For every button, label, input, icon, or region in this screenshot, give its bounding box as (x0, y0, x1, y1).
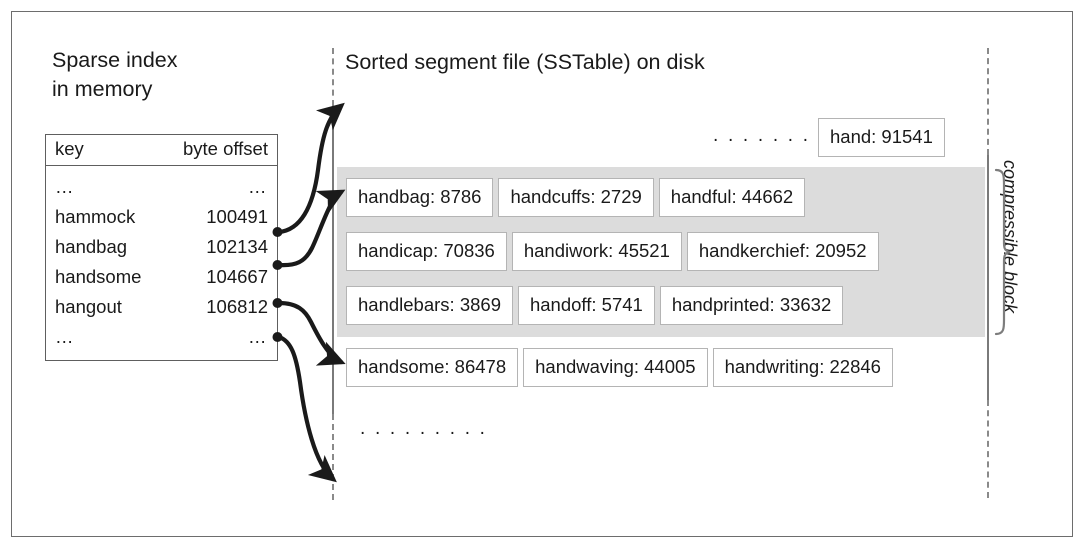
sparse-index-table: key byte offset … … hammock 100491 handb… (45, 134, 278, 361)
sstable-entry: handwaving: 44005 (523, 348, 708, 387)
left-heading: Sparse index in memory (52, 48, 178, 101)
sstable-entry: hand: 91541 (818, 118, 945, 157)
sstable-entry: handprinted: 33632 (659, 286, 844, 325)
table-row: … … (46, 322, 277, 352)
row-key: hammock (55, 206, 136, 227)
sstable-row: handlebars: 3869 handoff: 5741 handprint… (346, 286, 844, 325)
row-offset: 100491 (206, 206, 268, 227)
sstable-row: handsome: 86478 handwaving: 44005 handwr… (346, 348, 893, 387)
row-key: … (55, 176, 75, 197)
row-key: handsome (55, 266, 142, 287)
sstable-row: handicap: 70836 handiwork: 45521 handker… (346, 232, 879, 271)
row-key: handbag (55, 236, 128, 257)
row-offset: 102134 (206, 236, 268, 257)
row-key: … (55, 326, 75, 347)
table-row: hammock 100491 (46, 202, 277, 232)
sstable-entry: handful: 44662 (658, 178, 806, 217)
sstable-right-boundary-solid (987, 155, 989, 400)
sstable-entry: handwriting: 22846 (712, 348, 893, 387)
sparse-index-body: … … hammock 100491 handbag 102134 handso… (46, 166, 277, 360)
sstable-right-boundary-dashed-bottom (987, 400, 989, 498)
sstable-top-row: hand: 91541 (818, 118, 945, 157)
row-offset: 104667 (206, 266, 268, 287)
row-key: hangout (55, 296, 122, 317)
table-row: … … (46, 172, 277, 202)
row-offset: … (248, 176, 268, 197)
column-header-key: key (55, 138, 84, 159)
table-row: handsome 104667 (46, 262, 277, 292)
sstable-entry: handicap: 70836 (346, 232, 507, 271)
sstable-entry: handlebars: 3869 (346, 286, 513, 325)
column-header-byte-offset: byte offset (182, 138, 268, 159)
sstable-entry: handkerchief: 20952 (686, 232, 879, 271)
sstable-left-boundary-dashed-top (332, 48, 334, 106)
sstable-entry: handsome: 86478 (346, 348, 519, 387)
sstable-right-boundary-dashed-top (987, 48, 989, 155)
sstable-entry: handiwork: 45521 (511, 232, 682, 271)
right-heading: Sorted segment file (SSTable) on disk (345, 50, 705, 74)
sstable-entry: handbag: 8786 (346, 178, 494, 217)
row-offset: … (248, 326, 268, 347)
table-row: hangout 106812 (46, 292, 277, 322)
sstable-left-boundary-solid (332, 106, 334, 414)
table-row: handbag 102134 (46, 232, 277, 262)
sstable-row: handbag: 8786 handcuffs: 2729 handful: 4… (346, 178, 806, 217)
sstable-left-boundary-dashed-bottom (332, 414, 334, 500)
sstable-top-ellipsis: . . . . . . . . . (713, 125, 841, 146)
compressible-block-label: compressible block (1000, 160, 1020, 314)
sstable-entry: handoff: 5741 (517, 286, 655, 325)
sstable-entry: handcuffs: 2729 (498, 178, 654, 217)
sstable-bottom-ellipsis: . . . . . . . . . (360, 418, 488, 439)
sparse-index-header-row: key byte offset (46, 135, 277, 166)
row-offset: 106812 (206, 296, 268, 317)
